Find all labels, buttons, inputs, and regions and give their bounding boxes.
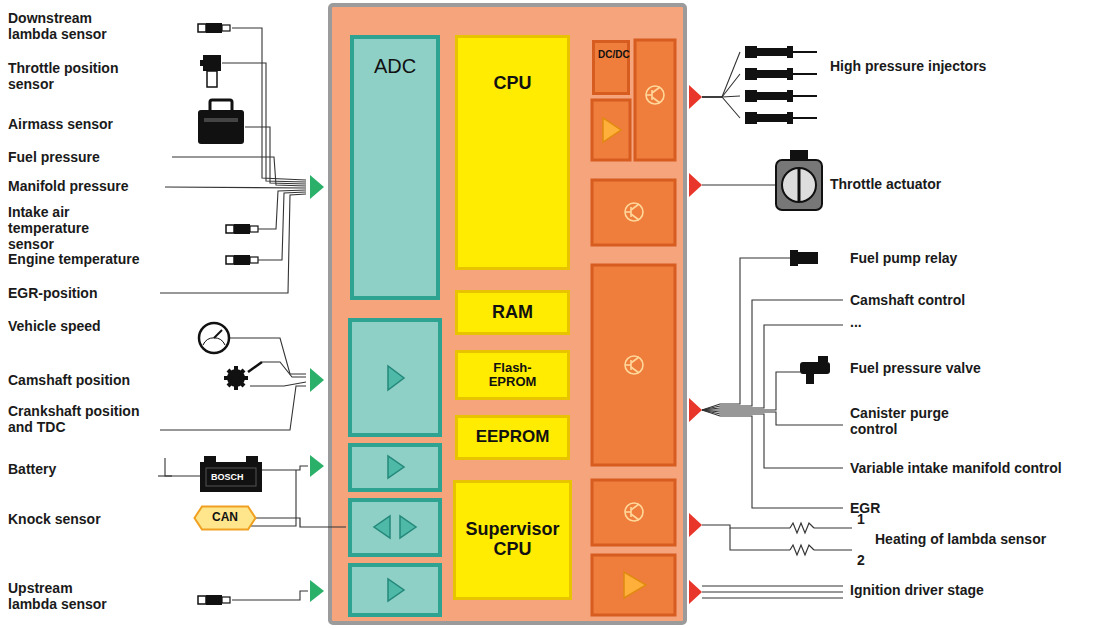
callout-number: 1 bbox=[857, 511, 865, 527]
signal-label: Engine temperature bbox=[8, 251, 139, 267]
memory-box: Flash-EPROM bbox=[455, 350, 570, 400]
resistor-symbols bbox=[790, 523, 814, 555]
signal-label: Crankshaft position and TDC bbox=[8, 403, 160, 435]
signal-label: Canister purge control bbox=[850, 405, 970, 437]
box-label: CAN bbox=[212, 511, 238, 524]
amplifier-symbols bbox=[374, 366, 416, 601]
output-arrows bbox=[689, 85, 702, 604]
signal-label: Throttle actuator bbox=[830, 176, 941, 192]
signal-label: Vehicle speed bbox=[8, 318, 101, 334]
signal-label: Throttle position sensor bbox=[8, 60, 133, 92]
actuator-icons bbox=[745, 46, 830, 384]
signal-label: Upstream lambda sensor bbox=[8, 580, 108, 612]
signal-label: Manifold pressure bbox=[8, 178, 129, 194]
box-label: EEPROM bbox=[476, 428, 550, 447]
box-label: DC/DC bbox=[598, 49, 624, 60]
transistor-symbols bbox=[625, 86, 664, 521]
driver-triangle bbox=[603, 118, 621, 142]
driver-triangle bbox=[624, 572, 646, 598]
supervisor-cpu-box: Supervisor CPU bbox=[453, 480, 572, 600]
memory-box: EEPROM bbox=[455, 415, 570, 460]
box-label: ADC bbox=[374, 55, 416, 77]
signal-label: High pressure injectors bbox=[830, 58, 986, 74]
signal-label: Camshaft position bbox=[8, 372, 130, 388]
dcdc-box: DC/DC bbox=[592, 40, 630, 95]
can-tag: CAN bbox=[193, 505, 257, 531]
memory-box: RAM bbox=[455, 290, 570, 335]
signal-label: Intake air temperature sensor bbox=[8, 204, 138, 252]
box-label: Supervisor CPU bbox=[458, 520, 568, 560]
box-label: RAM bbox=[492, 303, 533, 323]
input-stages bbox=[350, 320, 440, 615]
signal-label: Heating of lambda sensor bbox=[875, 531, 1046, 547]
signal-label: Fuel pressure bbox=[8, 149, 100, 165]
signal-label: EGR bbox=[850, 500, 880, 516]
signal-label: ... bbox=[850, 314, 862, 330]
signal-label: Battery bbox=[8, 461, 56, 477]
signal-label: Knock sensor bbox=[8, 511, 101, 527]
signal-label: Fuel pump relay bbox=[850, 250, 957, 266]
signal-label: Ignition driver stage bbox=[850, 582, 984, 598]
ecu-housing bbox=[330, 5, 685, 623]
input-wires bbox=[158, 28, 308, 600]
output-wires bbox=[702, 52, 852, 598]
signal-label: BOSCH bbox=[211, 472, 244, 482]
signal-label: Downstream lambda sensor bbox=[8, 10, 118, 42]
signal-label: Variable intake manifold control bbox=[850, 460, 1062, 476]
cpu-box: CPU bbox=[455, 35, 570, 270]
box-label: CPU bbox=[493, 74, 531, 94]
callout-number: 2 bbox=[857, 552, 865, 568]
signal-label: Airmass sensor bbox=[8, 116, 113, 132]
signal-label: Camshaft control bbox=[850, 292, 965, 308]
adc-box: ADC bbox=[350, 35, 440, 300]
signal-label: Fuel pressure valve bbox=[850, 360, 981, 376]
output-stages bbox=[592, 40, 675, 615]
input-arrows bbox=[310, 175, 324, 602]
box-label: Flash-EPROM bbox=[478, 361, 548, 390]
signal-label: EGR-position bbox=[8, 285, 97, 301]
